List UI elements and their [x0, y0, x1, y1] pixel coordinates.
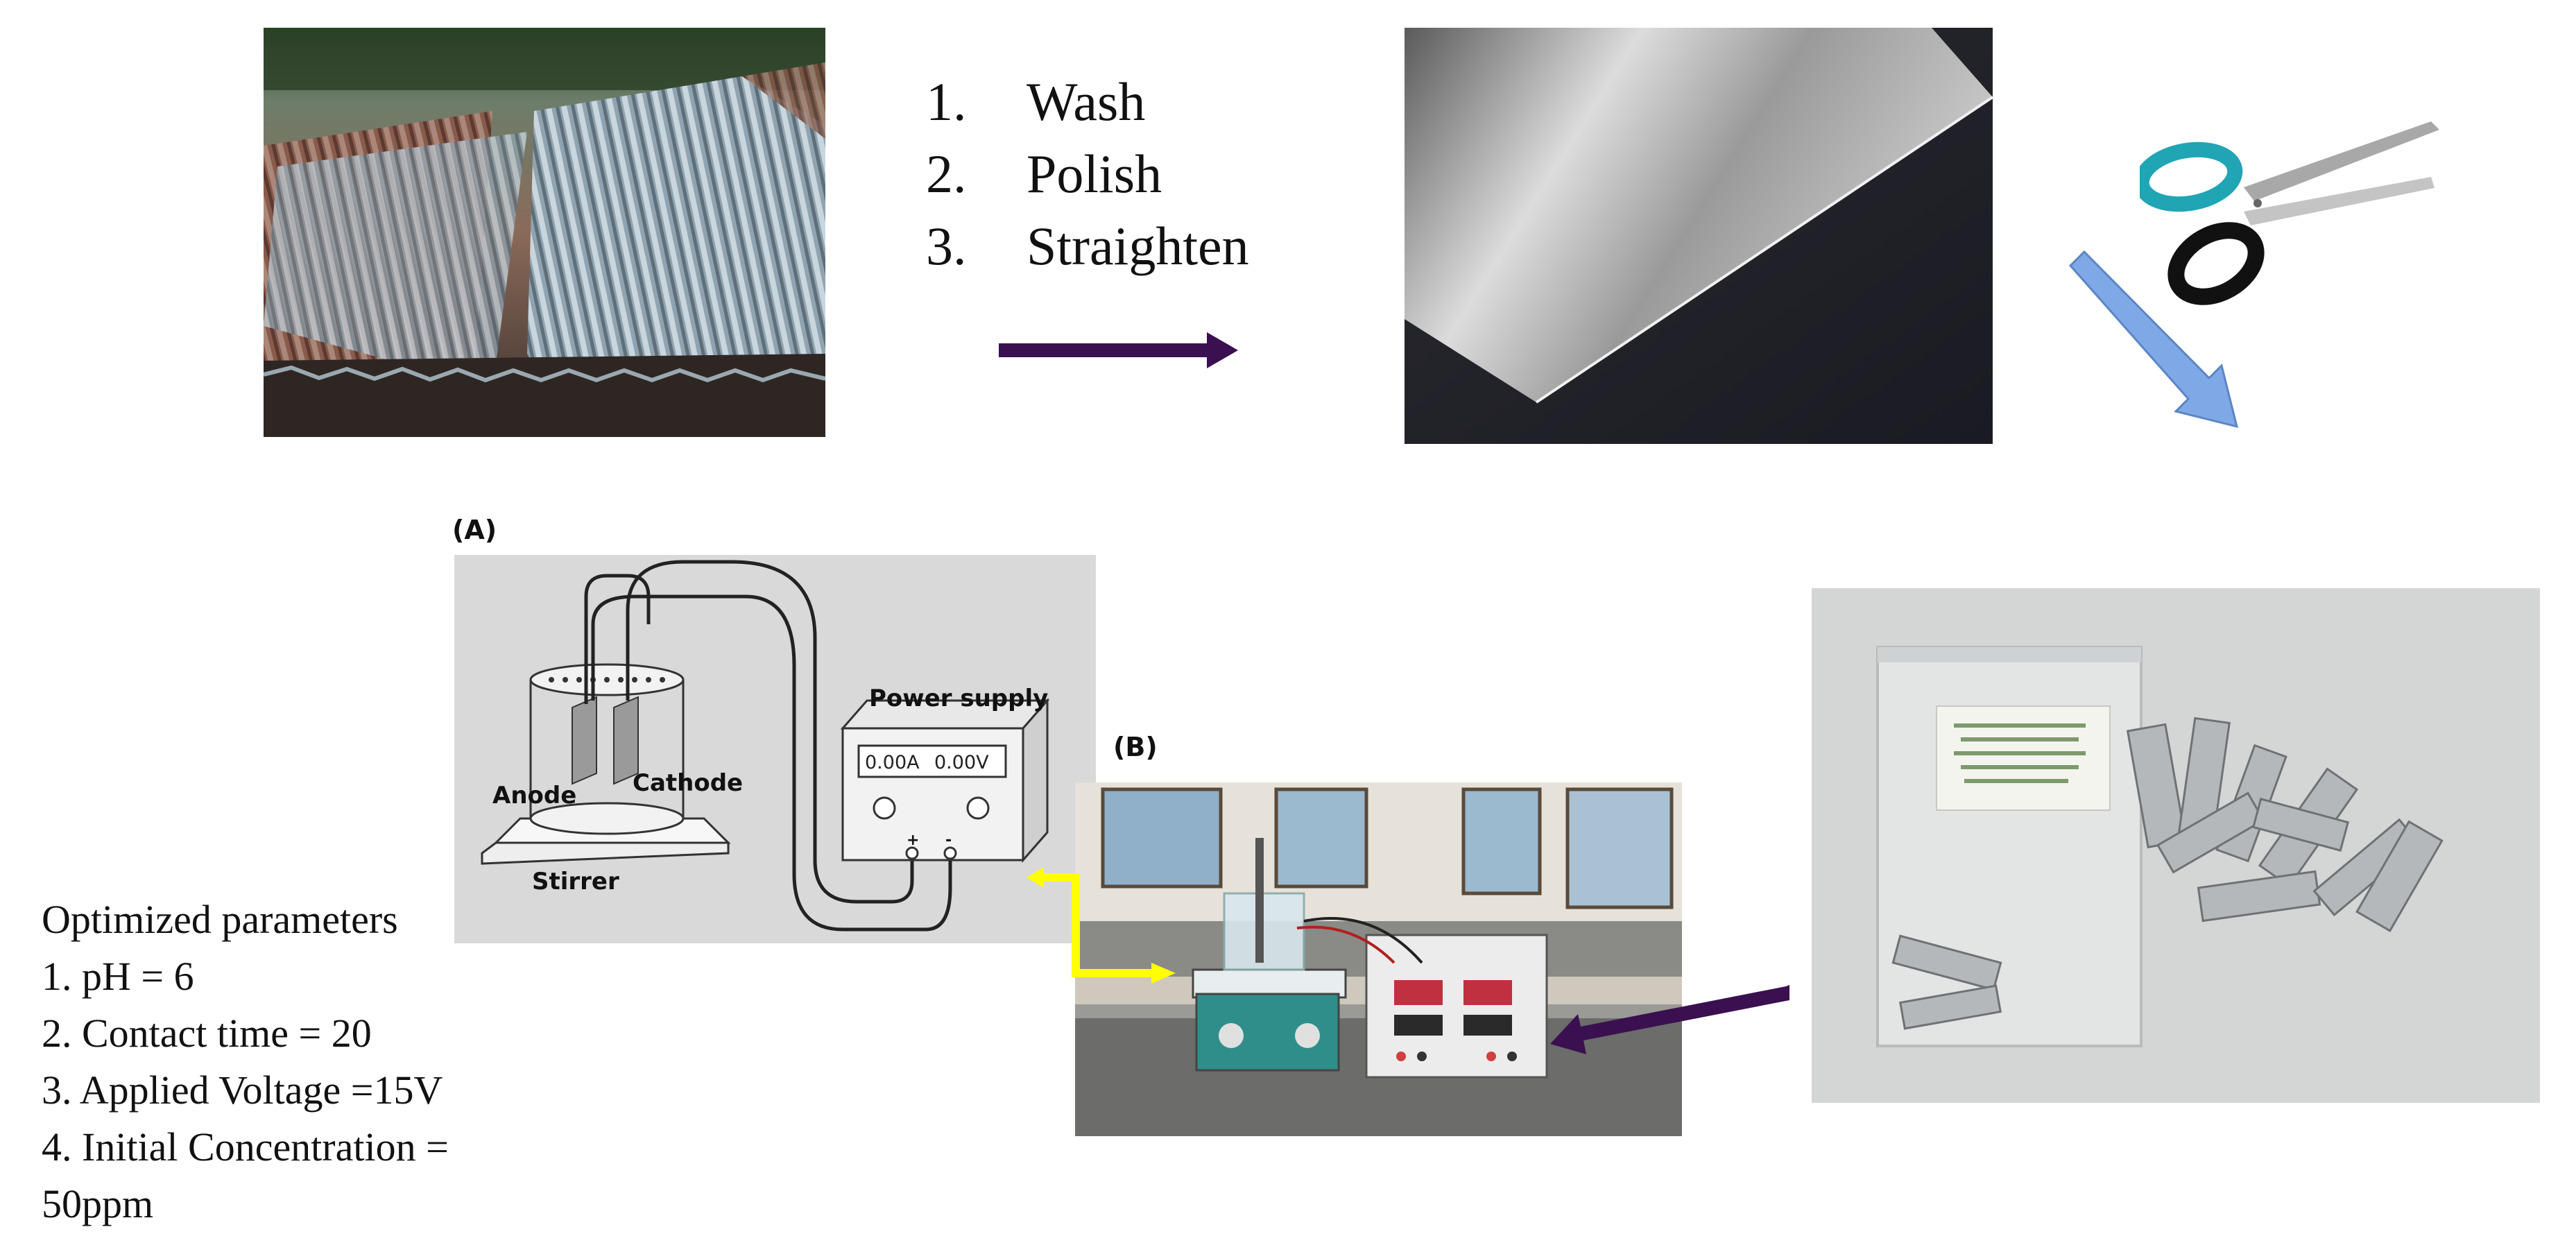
arrow-right-icon: [999, 332, 1238, 368]
power-supply-label: Power supply: [869, 685, 1048, 712]
corrugated-roof-photo: [264, 28, 825, 437]
anode-label: Anode: [492, 782, 576, 809]
plus-terminal-label: +: [907, 832, 919, 849]
cut-strips-photo: [1812, 588, 2540, 1103]
step-item: 3.Straighten: [926, 216, 1249, 276]
step-item: 2.Polish: [926, 144, 1162, 204]
parameter-item: 1. pH = 6: [42, 954, 194, 999]
arrow-left-icon: [1550, 985, 1789, 1054]
current-readout: 0.00A: [865, 752, 920, 773]
lab-setup-photo: [1075, 782, 1682, 1136]
polished-sheet-photo: [1405, 28, 1993, 444]
panel-a-label: (A): [452, 515, 497, 545]
step-item: 1.Wash: [926, 71, 1146, 132]
yellow-link-arrow: [1027, 867, 1176, 984]
scissors-icon: [2140, 121, 2439, 305]
parameters-title: Optimized parameters: [42, 897, 398, 942]
preparation-steps: 1.Wash 2.Polish 3.Straighten: [926, 66, 1249, 282]
arrow-down-right-icon: [2068, 250, 2239, 429]
cathode-label: Cathode: [633, 769, 743, 797]
optimized-parameters: Optimized parameters 1. pH = 6 2. Contac…: [42, 891, 449, 1233]
voltage-readout: 0.00V: [934, 752, 989, 773]
parameter-item: 2. Contact time = 20: [42, 1011, 372, 1056]
electrocoagulation-schematic: Power supply 0.00A 0.00V + - Anode Catho…: [454, 555, 1096, 943]
panel-b-label: (B): [1113, 732, 1158, 762]
minus-terminal-label: -: [945, 832, 952, 849]
parameter-item: 4. Initial Concentration =: [42, 1124, 449, 1169]
parameter-item: 3. Applied Voltage =15V: [42, 1067, 443, 1113]
stirrer-label: Stirrer: [532, 868, 619, 895]
parameter-item: 50ppm: [42, 1181, 154, 1226]
